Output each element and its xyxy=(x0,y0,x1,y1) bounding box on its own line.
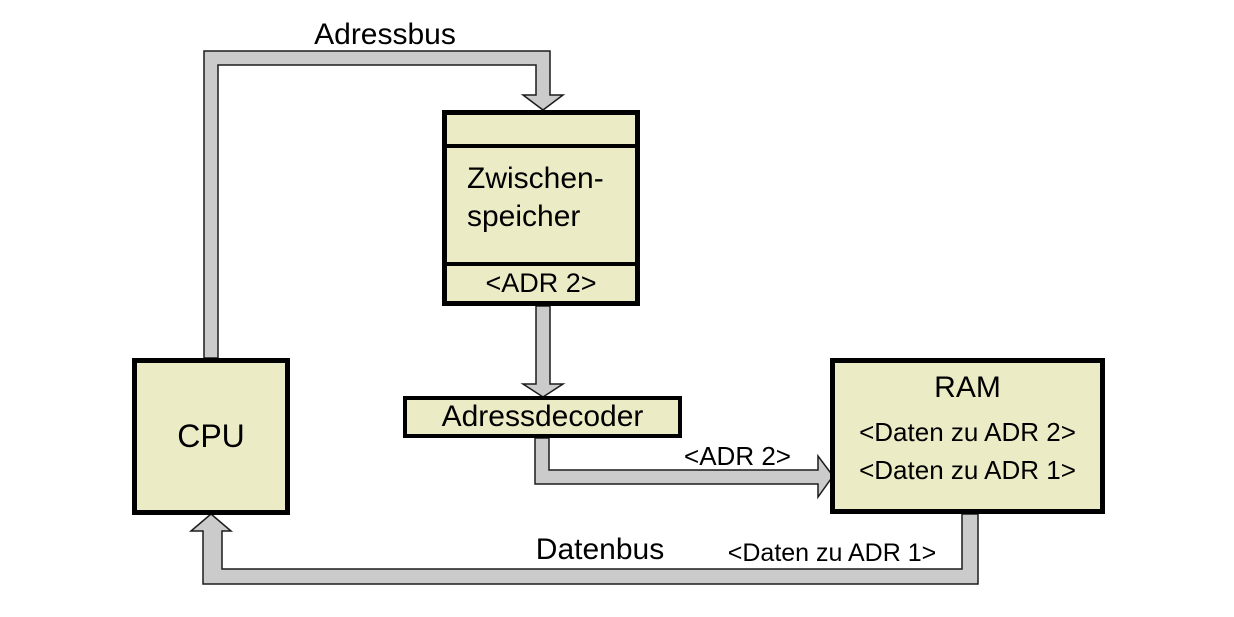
zwischenspeicher-label-line1: Zwischen- xyxy=(467,162,604,195)
ram-content-row2: <Daten zu ADR 1> xyxy=(859,455,1076,485)
zwischenspeicher-to-adressdecoder-arrow xyxy=(520,305,566,398)
zwischenspeicher-register-value: <ADR 2> xyxy=(485,268,597,298)
cpu-label: CPU xyxy=(177,418,245,454)
datenbus-value-label: <Daten zu ADR 1> xyxy=(727,539,937,567)
zwischenspeicher-node: Zwischen- speicher <ADR 2> xyxy=(442,110,640,306)
zwischenspeicher-top-strip xyxy=(447,115,635,148)
ram-content-row1: <Daten zu ADR 2> xyxy=(859,417,1076,447)
adressbus-label: Adressbus xyxy=(314,18,456,51)
ram-node: RAM <Daten zu ADR 2> <Daten zu ADR 1> xyxy=(830,358,1105,514)
zwischenspeicher-label-line2: speicher xyxy=(467,200,581,233)
cpu-node: CPU xyxy=(132,358,290,515)
adressdecoder-to-ram-arrow xyxy=(534,437,834,500)
adressdecoder-to-ram-value-label: <ADR 2> xyxy=(684,441,791,471)
datenbus-arrow xyxy=(188,513,979,585)
adressbus-arrow xyxy=(203,50,566,359)
zwischenspeicher-label: Zwischen- speicher xyxy=(447,148,635,266)
adressdecoder-node: Adressdecoder xyxy=(403,396,682,438)
datenbus-label: Datenbus xyxy=(535,533,665,566)
ram-title: RAM xyxy=(934,371,1001,404)
zwischenspeicher-register: <ADR 2> xyxy=(447,266,635,301)
adressdecoder-label: Adressdecoder xyxy=(441,400,644,433)
